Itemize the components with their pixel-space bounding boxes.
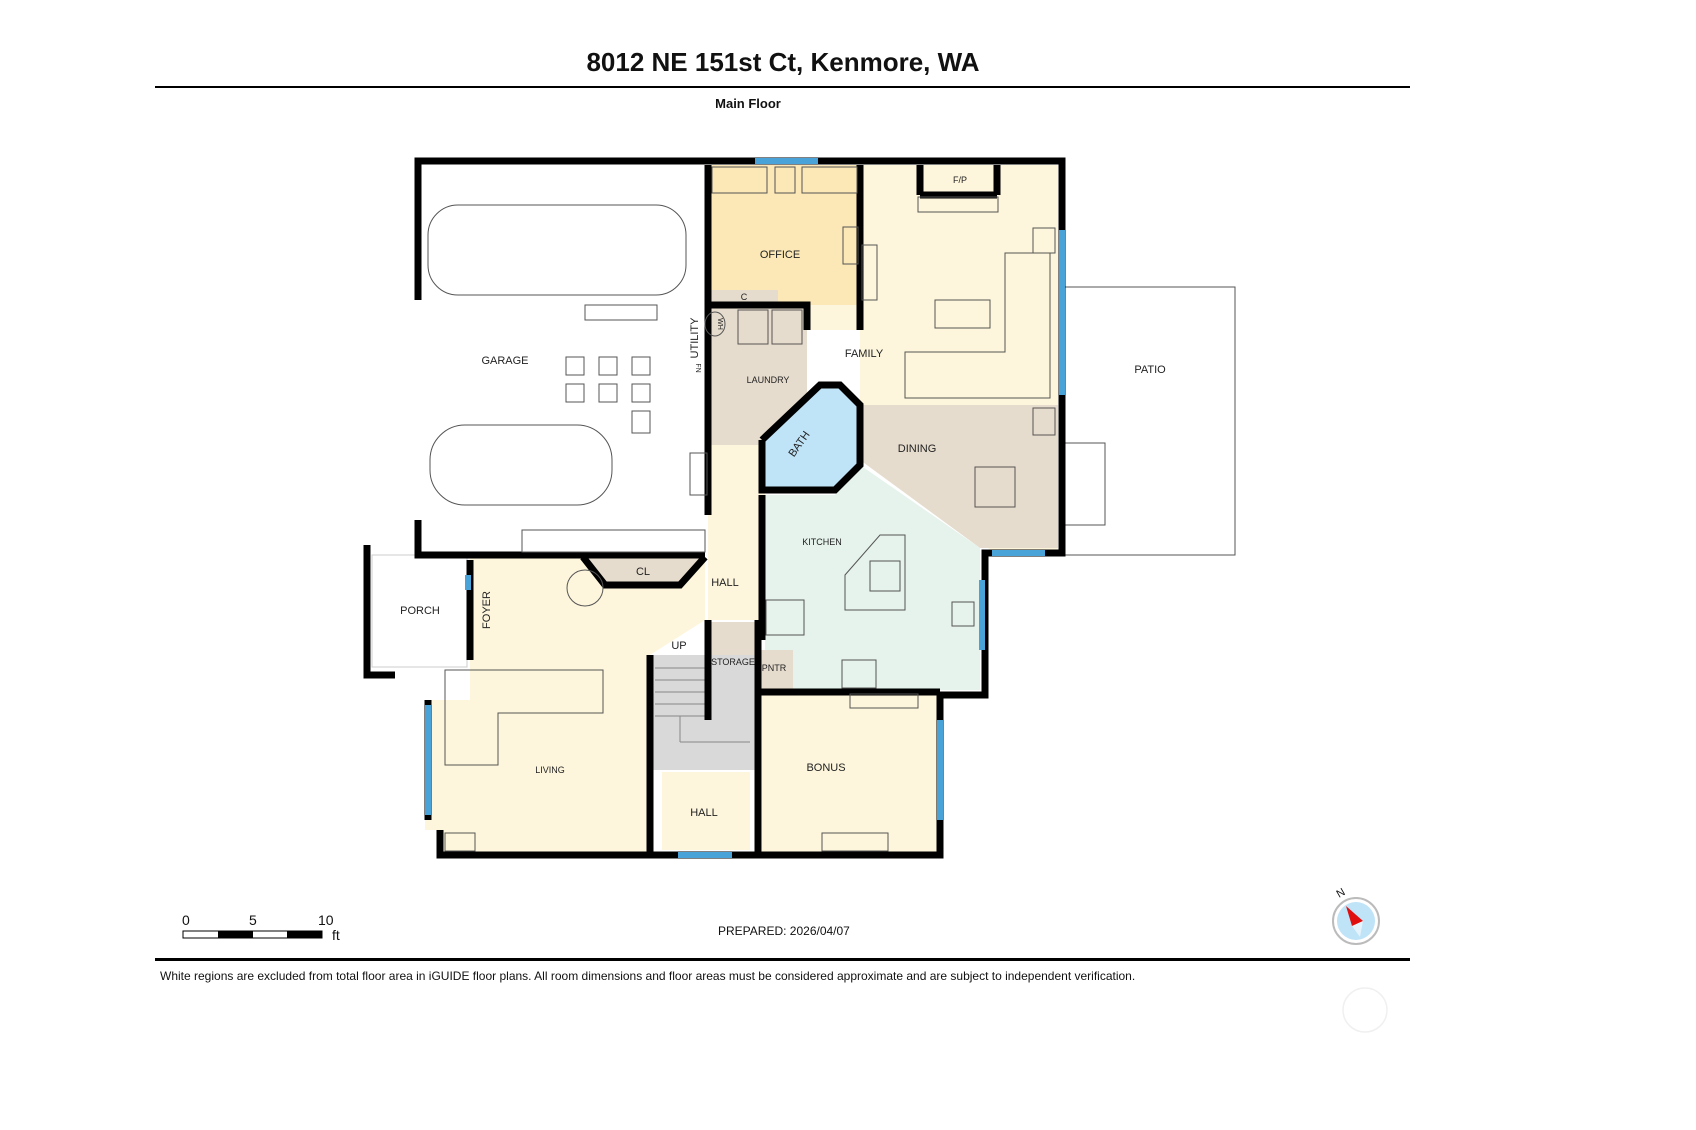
- porch-room: [371, 554, 468, 668]
- office-closet: [710, 290, 778, 305]
- label-hall-lower: HALL: [690, 807, 718, 819]
- label-bonus: BONUS: [806, 762, 845, 774]
- label-foyer: FOYER: [481, 591, 493, 629]
- page-title: 8012 NE 151st Ct, Kenmore, WA: [586, 47, 980, 77]
- hall-upper-room: [708, 445, 765, 620]
- label-closet-cl: CL: [636, 566, 650, 578]
- stairs: [650, 655, 757, 770]
- car-outline: [429, 424, 613, 506]
- garage-room: [420, 165, 708, 553]
- label-garage: GARAGE: [481, 355, 528, 367]
- floor-name: Main Floor: [715, 96, 781, 111]
- hall-lower-room: [662, 772, 750, 850]
- patio-step: [1064, 442, 1106, 526]
- label-living: LIVING: [535, 765, 565, 775]
- label-kitchen: KITCHEN: [802, 537, 842, 547]
- label-water-heater: WH: [716, 318, 723, 330]
- scale-label-0: 0: [182, 912, 190, 928]
- kitchen-room: [765, 465, 980, 690]
- label-pantry: PNTR: [762, 663, 787, 673]
- windows: [425, 158, 1065, 858]
- scale-label-5: 5: [249, 912, 257, 928]
- office-room: [710, 165, 860, 305]
- label-laundry: LAUNDRY: [747, 375, 790, 385]
- living-room: [425, 555, 705, 855]
- scale-label-10: 10: [318, 912, 334, 928]
- label-porch: PORCH: [400, 605, 440, 617]
- label-furnace: FN: [694, 363, 701, 372]
- bath-room: [765, 385, 860, 490]
- label-storage: STORAGE: [711, 657, 755, 667]
- scale-bar: [182, 930, 323, 939]
- bonus-room: [762, 693, 940, 853]
- disclaimer: White regions are excluded from total fl…: [160, 969, 1136, 983]
- compass-icon: N: [1332, 886, 1388, 1033]
- closet-cl: [585, 558, 700, 583]
- truck-outline: [427, 204, 687, 296]
- label-up: UP: [671, 640, 686, 652]
- label-fireplace: F/P: [953, 175, 967, 185]
- footer-divider: [155, 958, 1410, 961]
- label-hall-upper: HALL: [711, 577, 739, 589]
- stair-treads: [655, 667, 750, 743]
- label-patio: PATIO: [1134, 364, 1166, 376]
- label-family: FAMILY: [845, 348, 884, 360]
- label-closet-c: C: [741, 292, 748, 302]
- compass-north-label: N: [1335, 886, 1348, 900]
- prepared-date: PREPARED: 2026/04/07: [718, 924, 850, 938]
- label-office: OFFICE: [760, 249, 800, 261]
- title-divider: [155, 86, 1410, 88]
- label-dining: DINING: [898, 443, 937, 455]
- furniture: [427, 166, 1056, 852]
- pantry-room: [760, 650, 793, 690]
- dining-room: [860, 405, 1058, 548]
- label-utility: UTILITY: [689, 317, 701, 359]
- scale-unit: ft: [332, 927, 340, 943]
